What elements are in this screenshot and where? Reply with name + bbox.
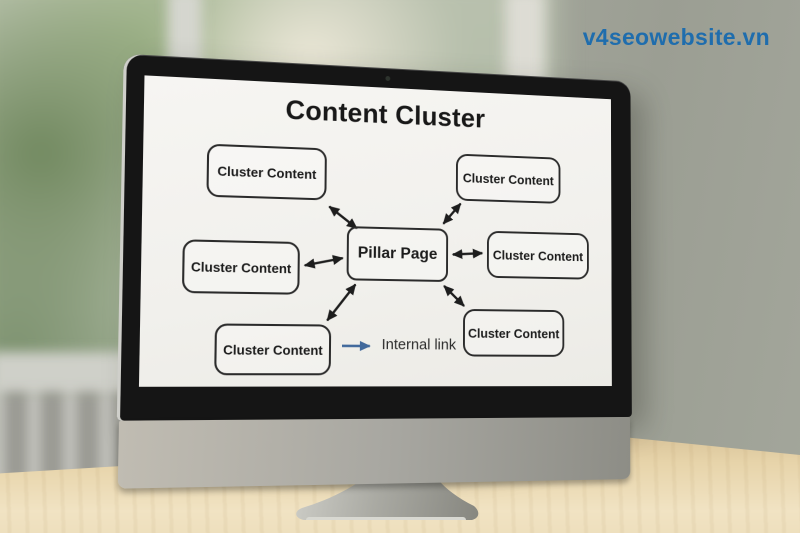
- monitor-screen: Content Cluster: [139, 75, 612, 386]
- link-arrow-bottom-left: [327, 284, 355, 321]
- cluster-box-mid-right: Cluster Content: [486, 230, 589, 280]
- cluster-box-mid-left: Cluster Content: [181, 239, 300, 295]
- link-arrow-mid-left: [305, 257, 343, 266]
- monitor-chin: [117, 416, 631, 489]
- pillar-page-box: Pillar Page: [346, 226, 449, 283]
- link-arrow-bottom-right: [444, 286, 464, 306]
- cluster-box-bottom-right: Cluster Content: [462, 308, 565, 357]
- cluster-box-top-left: Cluster Content: [206, 143, 327, 201]
- cluster-box-top-right: Cluster Content: [455, 153, 561, 204]
- monitor: Content Cluster: [116, 54, 633, 489]
- cluster-box-bottom-left: Cluster Content: [214, 323, 332, 376]
- legend-label: Internal link: [381, 336, 457, 354]
- link-arrow-mid-right: [453, 253, 482, 256]
- webcam-icon: [385, 75, 391, 82]
- link-arrow-top-left: [329, 207, 357, 229]
- link-arrow-top-right: [443, 203, 460, 224]
- watermark: v4seowebsite.vn: [582, 24, 770, 50]
- monitor-bezel: Content Cluster: [117, 54, 632, 421]
